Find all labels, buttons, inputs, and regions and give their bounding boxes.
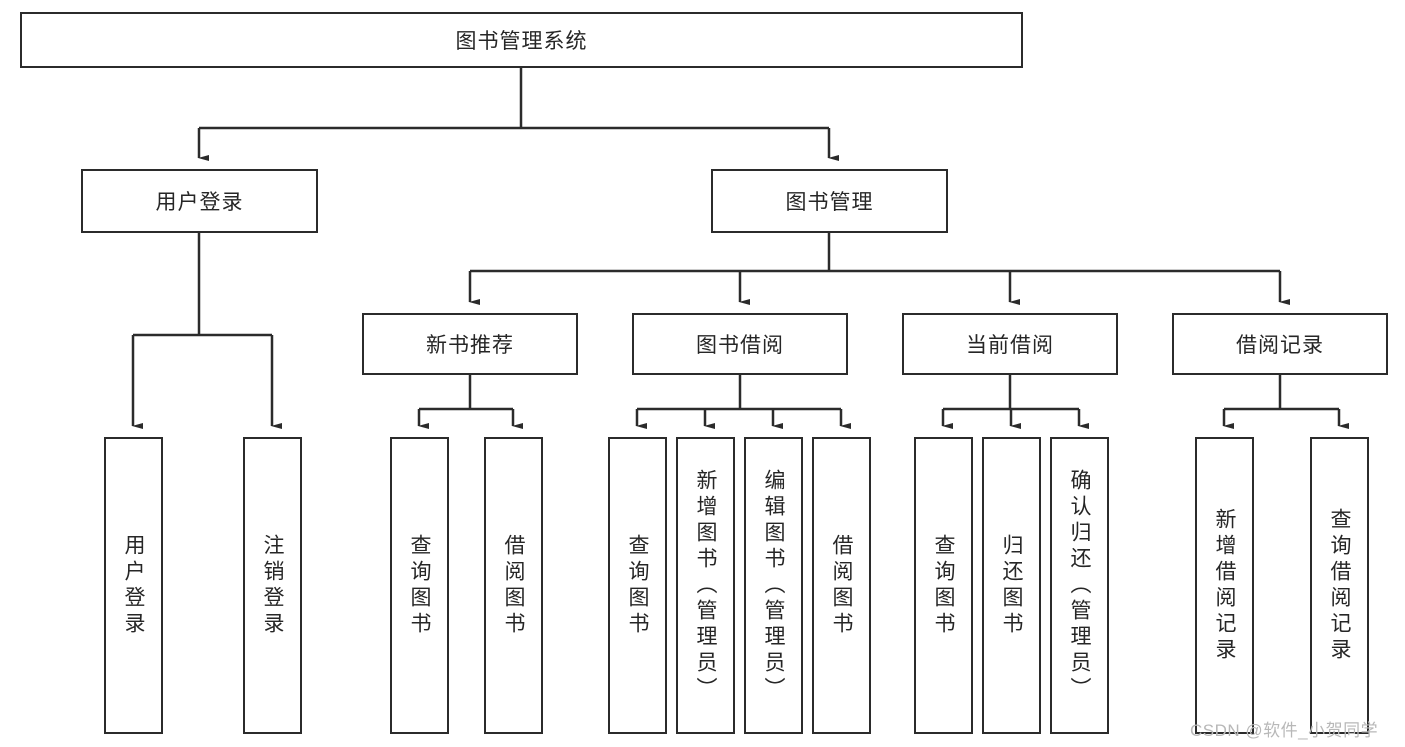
node-leaf-label: 新增借阅记录 [1213,507,1236,664]
node-leaf-label: 新增图书（管理员） [694,468,717,703]
node-leaf-label: 归还图书 [1000,533,1023,638]
node-leaf-11[interactable]: 确认归还（管理员） [1050,437,1109,734]
node-level3-3[interactable]: 当前借阅 [902,313,1118,375]
node-level3-1[interactable]: 新书推荐 [362,313,578,375]
watermark-text: CSDN @软件_小贺同学 [1190,721,1379,740]
node-leaf-7[interactable]: 编辑图书（管理员） [744,437,803,734]
node-leaf-13[interactable]: 查询借阅记录 [1310,437,1369,734]
node-leaf-label: 查询图书 [932,533,955,638]
node-level3-label: 当前借阅 [966,334,1054,357]
node-leaf-2[interactable]: 注销登录 [243,437,302,734]
node-level2-label: 用户登录 [155,191,244,214]
node-leaf-5[interactable]: 查询图书 [608,437,667,734]
node-level3-label: 借阅记录 [1236,334,1324,357]
node-level3-2[interactable]: 图书借阅 [632,313,848,375]
node-root[interactable]: 图书管理系统 [20,12,1023,68]
node-leaf-10[interactable]: 归还图书 [982,437,1041,734]
node-leaf-9[interactable]: 查询图书 [914,437,973,734]
node-leaf-label: 用户登录 [122,533,145,638]
node-level3-label: 图书借阅 [696,334,784,357]
node-leaf-label: 借阅图书 [502,533,525,638]
node-level2-label: 图书管理 [785,191,874,214]
node-leaf-label: 编辑图书（管理员） [762,468,785,703]
node-level3-4[interactable]: 借阅记录 [1172,313,1388,375]
node-leaf-3[interactable]: 查询图书 [390,437,449,734]
node-leaf-1[interactable]: 用户登录 [104,437,163,734]
node-leaf-label: 查询借阅记录 [1328,507,1351,664]
node-level3-label: 新书推荐 [426,334,514,357]
node-leaf-6[interactable]: 新增图书（管理员） [676,437,735,734]
node-level2-1[interactable]: 用户登录 [81,169,318,233]
node-level2-2[interactable]: 图书管理 [711,169,948,233]
node-leaf-label: 借阅图书 [830,533,853,638]
node-leaf-8[interactable]: 借阅图书 [812,437,871,734]
node-leaf-12[interactable]: 新增借阅记录 [1195,437,1254,734]
node-leaf-label: 确认归还（管理员） [1068,468,1091,703]
node-root-label: 图书管理系统 [455,30,588,53]
node-leaf-label: 注销登录 [261,533,284,638]
node-leaf-label: 查询图书 [408,533,431,638]
node-leaf-4[interactable]: 借阅图书 [484,437,543,734]
node-leaf-label: 查询图书 [626,533,649,638]
